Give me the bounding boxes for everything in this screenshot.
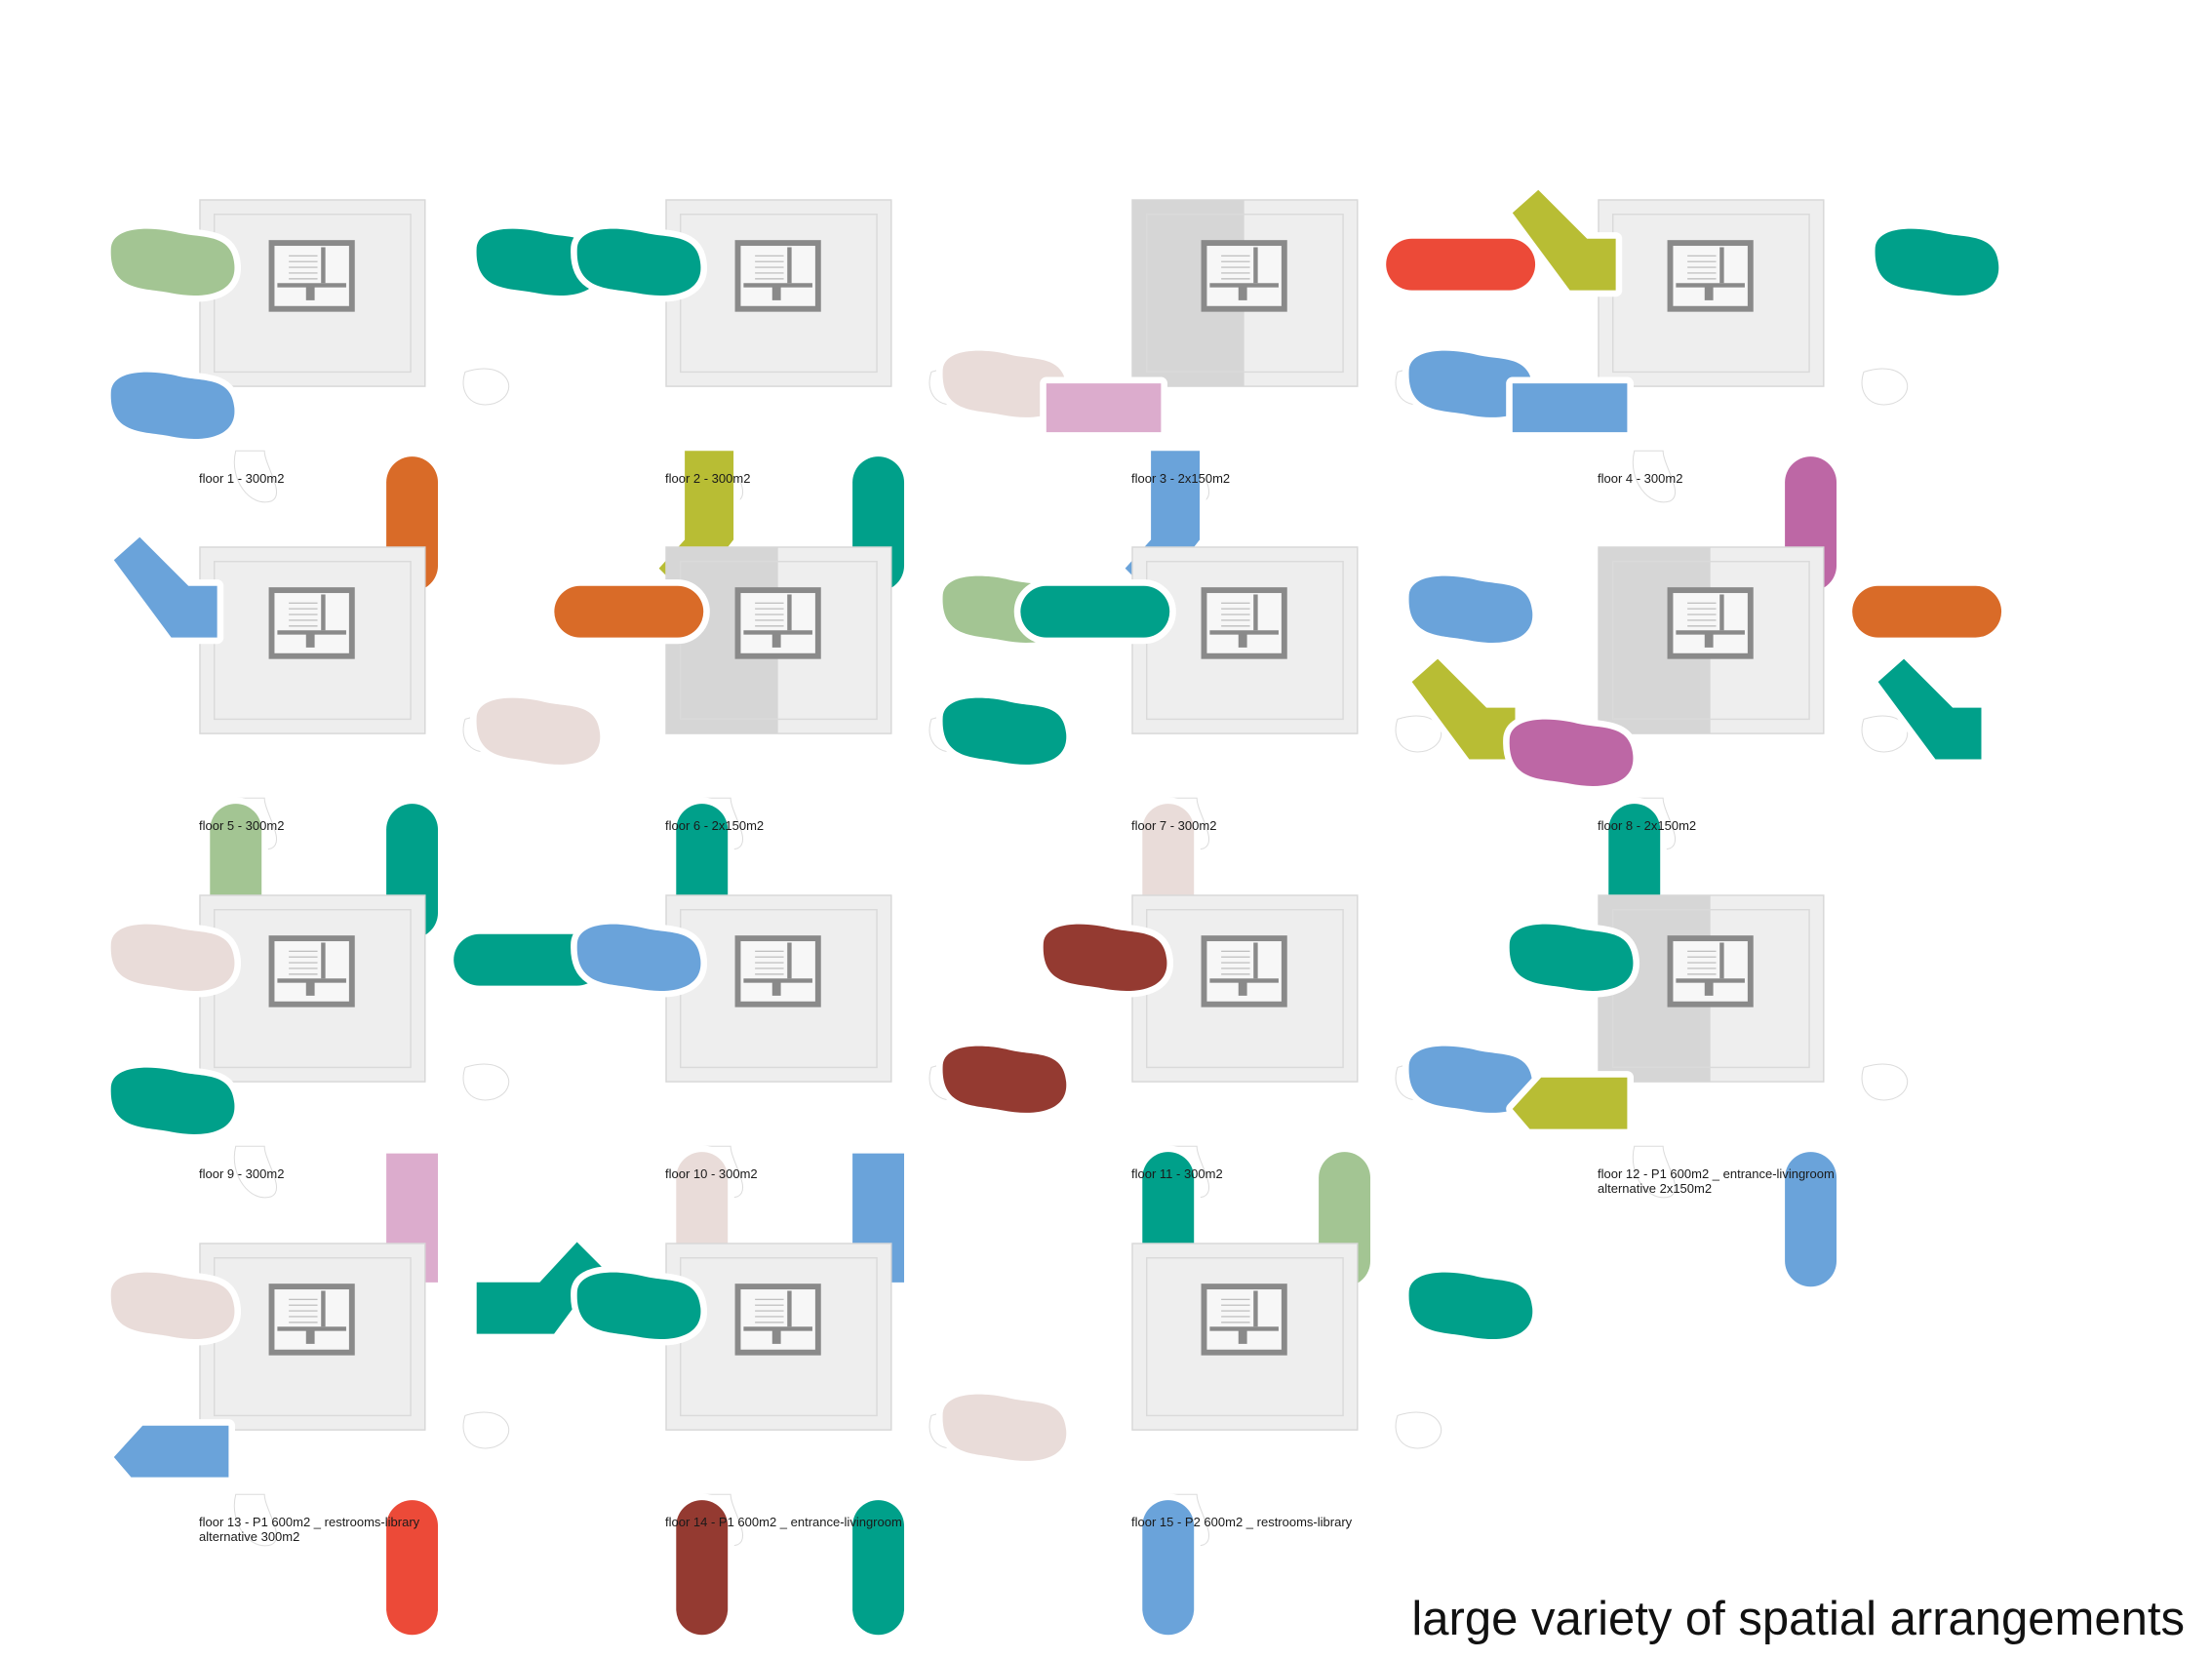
program-pod (476, 228, 601, 296)
floor-plan: floor 10 - 300m2 (571, 894, 1073, 1293)
floor-label-line: floor 2 - 300m2 (665, 471, 750, 486)
floor-label-line: floor 8 - 2x150m2 (1598, 818, 1696, 833)
program-pod (576, 228, 701, 296)
floor-plan: floor 11 - 300m2 (1037, 894, 1539, 1293)
floor-label: floor 6 - 2x150m2 (665, 818, 764, 833)
program-pod (1512, 1077, 1628, 1129)
floor-label-line: floor 5 - 300m2 (199, 818, 284, 833)
floor-label: floor 10 - 300m2 (665, 1166, 758, 1181)
floor-label-line: floor 6 - 2x150m2 (665, 818, 764, 833)
floor-label: floor 8 - 2x150m2 (1598, 818, 1696, 833)
floor-label-line: floor 4 - 300m2 (1598, 471, 1682, 486)
floor-label: floor 14 - P1 600m2 _ entrance-livingroo… (665, 1515, 902, 1529)
program-pod (454, 933, 604, 986)
program-pod (1509, 719, 1634, 786)
program-pod (110, 924, 235, 991)
program-pod (113, 1425, 229, 1478)
program-pod (1408, 1046, 1533, 1113)
program-pod (476, 1242, 604, 1334)
floor-label: floor 4 - 300m2 (1598, 471, 1682, 486)
caption: large variety of spatial arrangements (1411, 1593, 2185, 1645)
floor-label-line: floor 3 - 2x150m2 (1131, 471, 1230, 486)
floor-label: floor 7 - 300m2 (1131, 818, 1216, 833)
program-pod (852, 1500, 905, 1636)
program-pod (1852, 585, 2002, 638)
floor-plan-grid: floor 1 - 300m2 floor 2 - 300m2 floor 3 - … (104, 183, 2008, 1641)
program-pod (676, 1500, 729, 1636)
program-pod (110, 1067, 235, 1134)
floor-label: floor 12 - P1 600m2 _ entrance-livingroo… (1598, 1166, 1835, 1196)
floor-label: floor 2 - 300m2 (665, 471, 750, 486)
program-pod (1386, 238, 1536, 291)
program-pod (476, 697, 601, 765)
program-pod (1408, 350, 1533, 417)
program-pod (1411, 658, 1516, 760)
floor-label-line: alternative 2x150m2 (1598, 1181, 1712, 1196)
floor-plan: floor 1 - 300m2 (104, 199, 607, 598)
floor-plan: floor 7 - 300m2 (1013, 546, 1539, 945)
program-pod (1785, 1152, 1837, 1287)
program-pod (576, 924, 701, 991)
floor-label-line: alternative 300m2 (199, 1529, 299, 1544)
floor-label-line: floor 7 - 300m2 (1131, 818, 1216, 833)
floor-label-line: floor 15 - P2 600m2 _ restrooms-library (1131, 1515, 1353, 1529)
program-pod (1043, 924, 1167, 991)
floor-plan: floor 5 - 300m2 (107, 531, 607, 945)
floor-label: floor 5 - 300m2 (199, 818, 284, 833)
floor-plan: floor 15 - P2 600m2 _ restrooms-library (1131, 1243, 1539, 1641)
floor-label: floor 15 - P2 600m2 _ restrooms-library (1131, 1515, 1353, 1529)
floor-plan: floor 14 - P1 600m2 _ entrance-livingroo… (571, 1243, 1073, 1641)
program-pod (1408, 1272, 1533, 1339)
floor-label-line: floor 13 - P1 600m2 _ restrooms-library (199, 1515, 420, 1529)
floor-plan: floor 8 - 2x150m2 (1503, 546, 2008, 945)
floor-label-line: floor 1 - 300m2 (199, 471, 284, 486)
program-pod (554, 585, 704, 638)
program-pod (110, 1272, 235, 1339)
floor-label-line: floor 11 - 300m2 (1131, 1166, 1223, 1181)
floor-label-line: floor 10 - 300m2 (665, 1166, 758, 1181)
program-pod (942, 350, 1067, 417)
program-pod (1020, 585, 1170, 638)
floor-plan: floor 3 - 2x150m2 (1040, 199, 1542, 598)
floor-label: floor 11 - 300m2 (1131, 1166, 1223, 1181)
floor-plan: floor 4 - 300m2 (1506, 183, 2005, 598)
program-pod (1877, 658, 1982, 760)
floor-label-line: floor 9 - 300m2 (199, 1166, 284, 1181)
program-pod (942, 697, 1067, 765)
program-pod (1509, 924, 1634, 991)
program-pod (576, 1272, 701, 1339)
floor-label: floor 3 - 2x150m2 (1131, 471, 1230, 486)
program-pod (110, 372, 235, 439)
floor-plan: floor 2 - 300m2 (571, 199, 1073, 598)
program-pod (386, 1500, 439, 1636)
program-pod (1046, 383, 1162, 433)
floor-label: floor 1 - 300m2 (199, 471, 284, 486)
program-pod (942, 1046, 1067, 1113)
program-pod (942, 1394, 1067, 1461)
program-pod (110, 228, 235, 296)
program-pod (1512, 189, 1616, 291)
program-pod (1512, 383, 1628, 433)
floor-plan: floor 12 - P1 600m2 _ entrance-livingroo… (1503, 894, 1909, 1293)
program-pod (113, 536, 217, 638)
floor-plan: floor 6 - 2x150m2 (547, 546, 1073, 945)
floor-label-line: floor 14 - P1 600m2 _ entrance-livingroo… (665, 1515, 902, 1529)
floor-label-line: floor 12 - P1 600m2 _ entrance-livingroo… (1598, 1166, 1835, 1181)
program-pod (1875, 228, 1999, 296)
program-pod (1408, 575, 1533, 643)
floor-plan: floor 9 - 300m2 (104, 894, 610, 1289)
program-pod (1142, 1500, 1195, 1636)
floor-label: floor 9 - 300m2 (199, 1166, 284, 1181)
